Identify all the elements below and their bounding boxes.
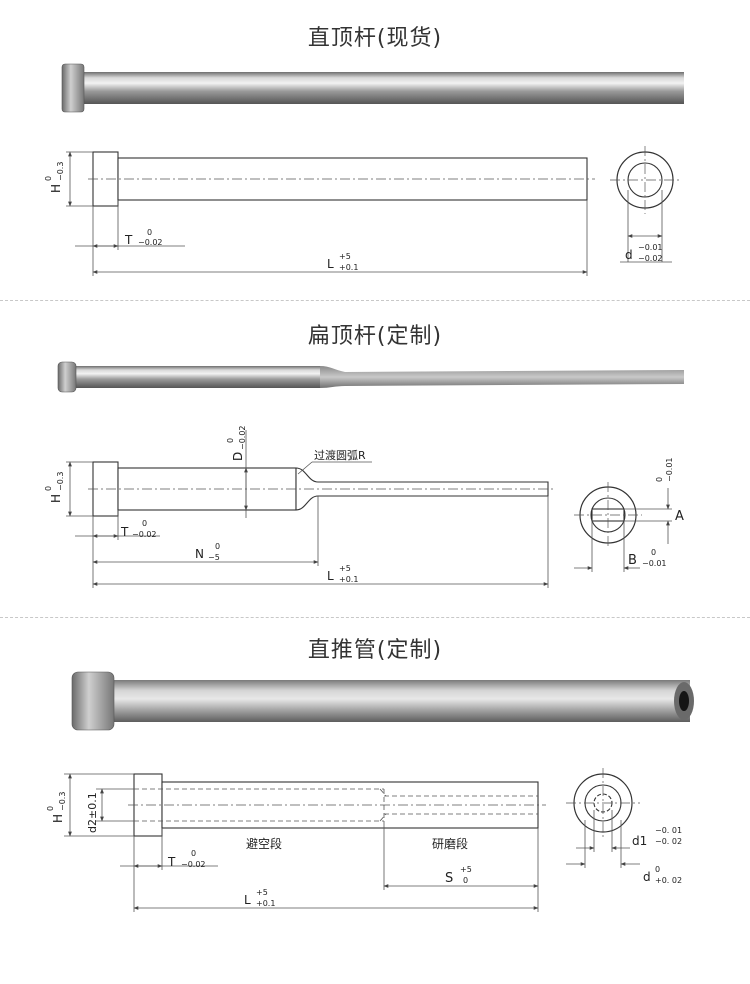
- dim3-d-tol-upper: 0: [655, 865, 660, 874]
- ejector-sleeve-photo: [71, 671, 694, 731]
- dim2-d-label: D: [231, 452, 245, 461]
- dim2-n-tol-upper: 0: [215, 542, 220, 551]
- dim2-t-label: T: [120, 525, 129, 539]
- section-2-dimension-labels: H 0 −0.3 D −0.02 0 过渡圆弧R T 0 −0.02 N 0 −…: [44, 425, 684, 584]
- ejector-sleeve-drawing: [64, 773, 546, 912]
- dim3-d1-label: d1: [632, 834, 647, 848]
- dim3-d1-tol-upper: −0. 01: [655, 826, 682, 835]
- dim2-r-label: 过渡圆弧R: [314, 448, 366, 462]
- dim-l-tol-lower: +0.1: [339, 263, 358, 272]
- dim2-l-tol-lower: +0.1: [339, 575, 358, 584]
- flat-ejector-pin-drawing: [66, 430, 556, 588]
- dim2-b-tol-lower: −0.01: [642, 559, 667, 568]
- section-2-title: 扁顶杆(定制): [307, 324, 443, 349]
- dim3-h-tol-upper: 0: [46, 806, 55, 811]
- dim3-h-tol-lower: −0.3: [58, 792, 67, 811]
- dim-t-tol-lower: −0.02: [138, 238, 163, 247]
- flat-ejector-pin-photo: [57, 361, 684, 393]
- dim-h-tol-lower: −0.3: [56, 162, 65, 181]
- section-1-dimension-labels: H 0 −0.3 T 0 −0.02 L +5 +0.1 d −0.01 −0.…: [44, 162, 663, 272]
- dim2-n-label: N: [195, 547, 204, 561]
- grinding-section-label: 研磨段: [432, 836, 468, 851]
- dim3-s-tol-lower: 0: [463, 876, 468, 885]
- section-1-title: 直顶杆(现货): [307, 26, 443, 51]
- dim3-d1-tol-lower: −0. 02: [655, 837, 682, 846]
- dim3-d-tol-lower: +0. 02: [655, 876, 682, 885]
- straight-ejector-pin-drawing: [66, 151, 595, 276]
- dim3-s-label: S: [445, 871, 453, 886]
- dim2-d-tol: −0.02: [238, 425, 247, 450]
- flat-ejector-pin-end-view: [574, 482, 672, 572]
- dim-t-label: T: [124, 233, 133, 247]
- dim2-b-label: B: [628, 553, 637, 568]
- dim2-h-tol-lower: −0.3: [56, 472, 65, 491]
- dim2-a-tol-lower: −0.01: [665, 457, 674, 482]
- dim3-t-tol-upper: 0: [191, 849, 196, 858]
- dim3-t-tol-lower: −0.02: [181, 860, 206, 869]
- dim2-b-tol-upper: 0: [651, 548, 656, 557]
- section-3-title: 直推管(定制): [307, 638, 443, 663]
- dim-l-tol-upper: +5: [339, 252, 351, 261]
- dim3-d-label: d: [643, 870, 651, 884]
- dim2-l-tol-upper: +5: [339, 564, 351, 573]
- dim2-a-label: A: [675, 509, 684, 524]
- dim3-t-label: T: [167, 855, 176, 869]
- dim2-n-tol-lower: −5: [208, 553, 220, 562]
- dim-l-label: L: [327, 257, 334, 271]
- ejector-sleeve-end-view: [566, 768, 640, 868]
- dim3-d2-label: d2±0.1: [86, 792, 99, 833]
- section-divider-2: [0, 617, 750, 618]
- dim2-l-label: L: [327, 569, 334, 583]
- dim2-d-tol-zero: 0: [226, 438, 235, 443]
- dim3-l-tol-upper: +5: [256, 888, 268, 897]
- dim2-a-tol-upper: 0: [655, 477, 664, 482]
- dim-h-label: H: [49, 184, 63, 193]
- straight-ejector-pin-end-view: [610, 146, 680, 263]
- clearance-section-label: 避空段: [246, 836, 282, 851]
- dim2-t-tol-lower: −0.02: [132, 530, 157, 539]
- section-3-dimension-labels: H 0 −0.3 d2±0.1 避空段 研磨段 T 0 −0.02 S +5 0…: [46, 792, 682, 908]
- dim3-l-tol-lower: +0.1: [256, 899, 275, 908]
- dim2-h-tol-upper: 0: [44, 486, 53, 491]
- dim3-l-label: L: [244, 893, 251, 907]
- dim2-t-tol-upper: 0: [142, 519, 147, 528]
- dim-d-label: d: [625, 248, 633, 262]
- dim-d-tol-upper: −0.01: [638, 243, 663, 252]
- dim3-h-label: H: [51, 814, 65, 823]
- dim-h-tol-upper: 0: [44, 176, 53, 181]
- dim-d-tol-lower: −0.02: [638, 254, 663, 263]
- straight-ejector-pin-photo: [61, 63, 684, 113]
- dim2-h-label: H: [49, 494, 63, 503]
- dim-t-tol-upper: 0: [147, 228, 152, 237]
- dim3-s-tol-upper: +5: [460, 865, 472, 874]
- section-divider-1: [0, 300, 750, 301]
